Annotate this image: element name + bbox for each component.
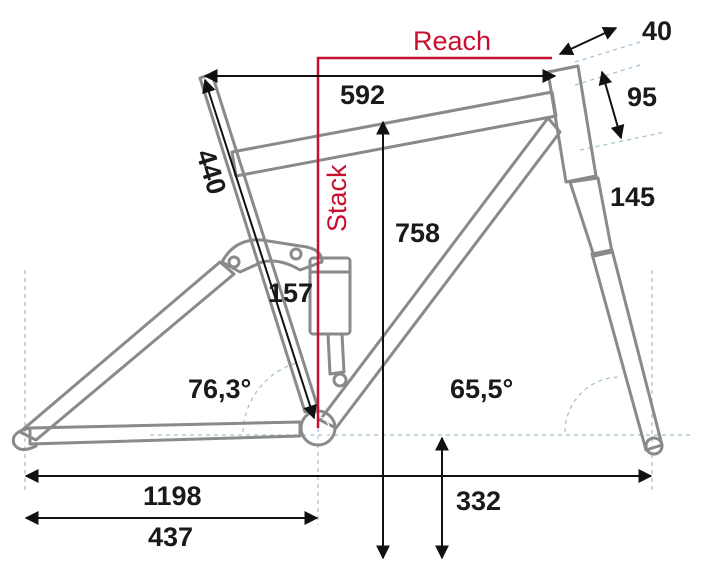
shock-value: 157	[268, 278, 313, 308]
bike-frame	[11, 64, 664, 456]
top-length-value: 592	[340, 80, 385, 110]
chainstay-value: 437	[148, 522, 193, 552]
reach-label: Reach	[413, 26, 491, 56]
offset-value: 40	[642, 16, 672, 46]
bb-height-value: 332	[456, 486, 501, 516]
seat-angle-value: 76,3°	[188, 374, 251, 404]
seat-tube-value: 440	[190, 146, 232, 198]
spacer-arrow	[598, 70, 625, 140]
head-tube-value: 145	[610, 182, 655, 212]
wheelbase-value: 1198	[143, 481, 202, 511]
stack-value: 758	[395, 218, 440, 248]
spacer-value: 95	[627, 82, 657, 112]
dimension-arrows	[24, 26, 653, 560]
head-angle-value: 65,5°	[450, 374, 513, 404]
reach-stack-lines	[316, 56, 552, 428]
reference-guides	[24, 41, 690, 525]
seat-tube-arrow	[202, 78, 317, 420]
stack-label: Stack	[322, 164, 352, 232]
offset-arrow	[558, 26, 618, 56]
